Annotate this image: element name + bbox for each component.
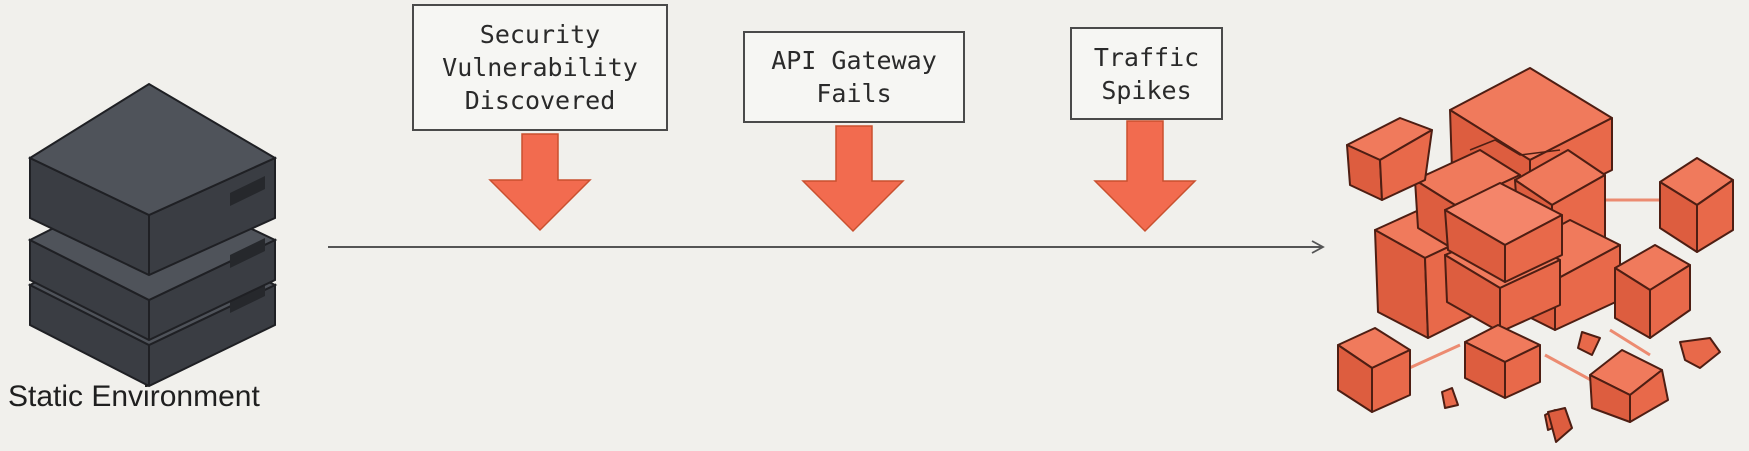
block-center — [1444, 182, 1563, 283]
event-arrow-traffic — [1093, 120, 1197, 233]
event-box-security: Security Vulnerability Discovered — [412, 4, 668, 131]
shard-5 — [1547, 407, 1573, 443]
fragment-bottom-right — [1589, 349, 1669, 423]
event-label-security: Security Vulnerability Discovered — [442, 20, 638, 115]
event-label-traffic: Traffic Spikes — [1093, 42, 1200, 105]
fragment-top-left — [1346, 117, 1433, 201]
event-arrow-gateway — [801, 125, 905, 233]
event-box-traffic: Traffic Spikes — [1070, 27, 1223, 120]
server-stack-icon — [27, 82, 278, 388]
fragment-right — [1659, 157, 1734, 253]
source-label: Static Environment — [8, 380, 260, 413]
shard-2 — [1679, 337, 1721, 369]
event-arrow-security — [488, 133, 592, 232]
shattered-blocks-icon — [1337, 67, 1734, 443]
fragment-right-middle — [1614, 244, 1691, 339]
fragment-bottom-left — [1337, 327, 1411, 413]
shard-3 — [1441, 387, 1459, 409]
server-unit-top — [27, 82, 278, 277]
shard-1 — [1577, 331, 1601, 356]
event-label-gateway: API Gateway Fails — [771, 46, 937, 108]
event-box-gateway: API Gateway Fails — [743, 31, 965, 123]
fragment-bottom-center — [1464, 324, 1541, 399]
